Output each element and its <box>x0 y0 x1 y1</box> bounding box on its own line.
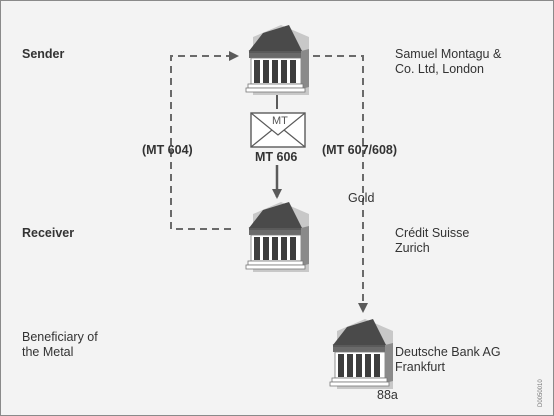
mt604-dashed-path <box>170 51 239 230</box>
mt607-608-label: (MT 607/608) <box>322 143 398 157</box>
beneficiary-role-label-line1: Beneficiary of <box>22 330 98 344</box>
receiver-bank-icon <box>245 201 310 273</box>
sender-bank-icon <box>245 24 310 96</box>
sender-bank-name-line2: Co. Ltd, London <box>395 62 484 76</box>
figure-code: D0050010 <box>538 379 544 407</box>
beneficiary-role-label-line2: the Metal <box>22 345 74 359</box>
beneficiary-bank-icon <box>329 318 394 390</box>
sender-bank-name-line1: Samuel Montagu & <box>395 47 502 61</box>
figure-tag: 88a <box>377 388 398 402</box>
envelope-label: MT <box>272 115 288 127</box>
receiver-bank-name-line2: Zurich <box>395 241 430 255</box>
sender-role-label: Sender <box>22 47 65 61</box>
mt606-label: MT 606 <box>255 150 298 164</box>
gold-label: Gold <box>348 191 375 205</box>
receiver-role-label: Receiver <box>22 226 75 240</box>
beneficiary-bank-name-line2: Frankfurt <box>395 360 446 374</box>
receiver-bank-name-line1: Crédit Suisse <box>395 226 470 240</box>
mt604-label: (MT 604) <box>142 143 193 157</box>
envelope-icon <box>250 112 306 148</box>
beneficiary-bank-name-line1: Deutsche Bank AG <box>395 345 501 359</box>
mt607-dashed-path <box>313 55 368 313</box>
